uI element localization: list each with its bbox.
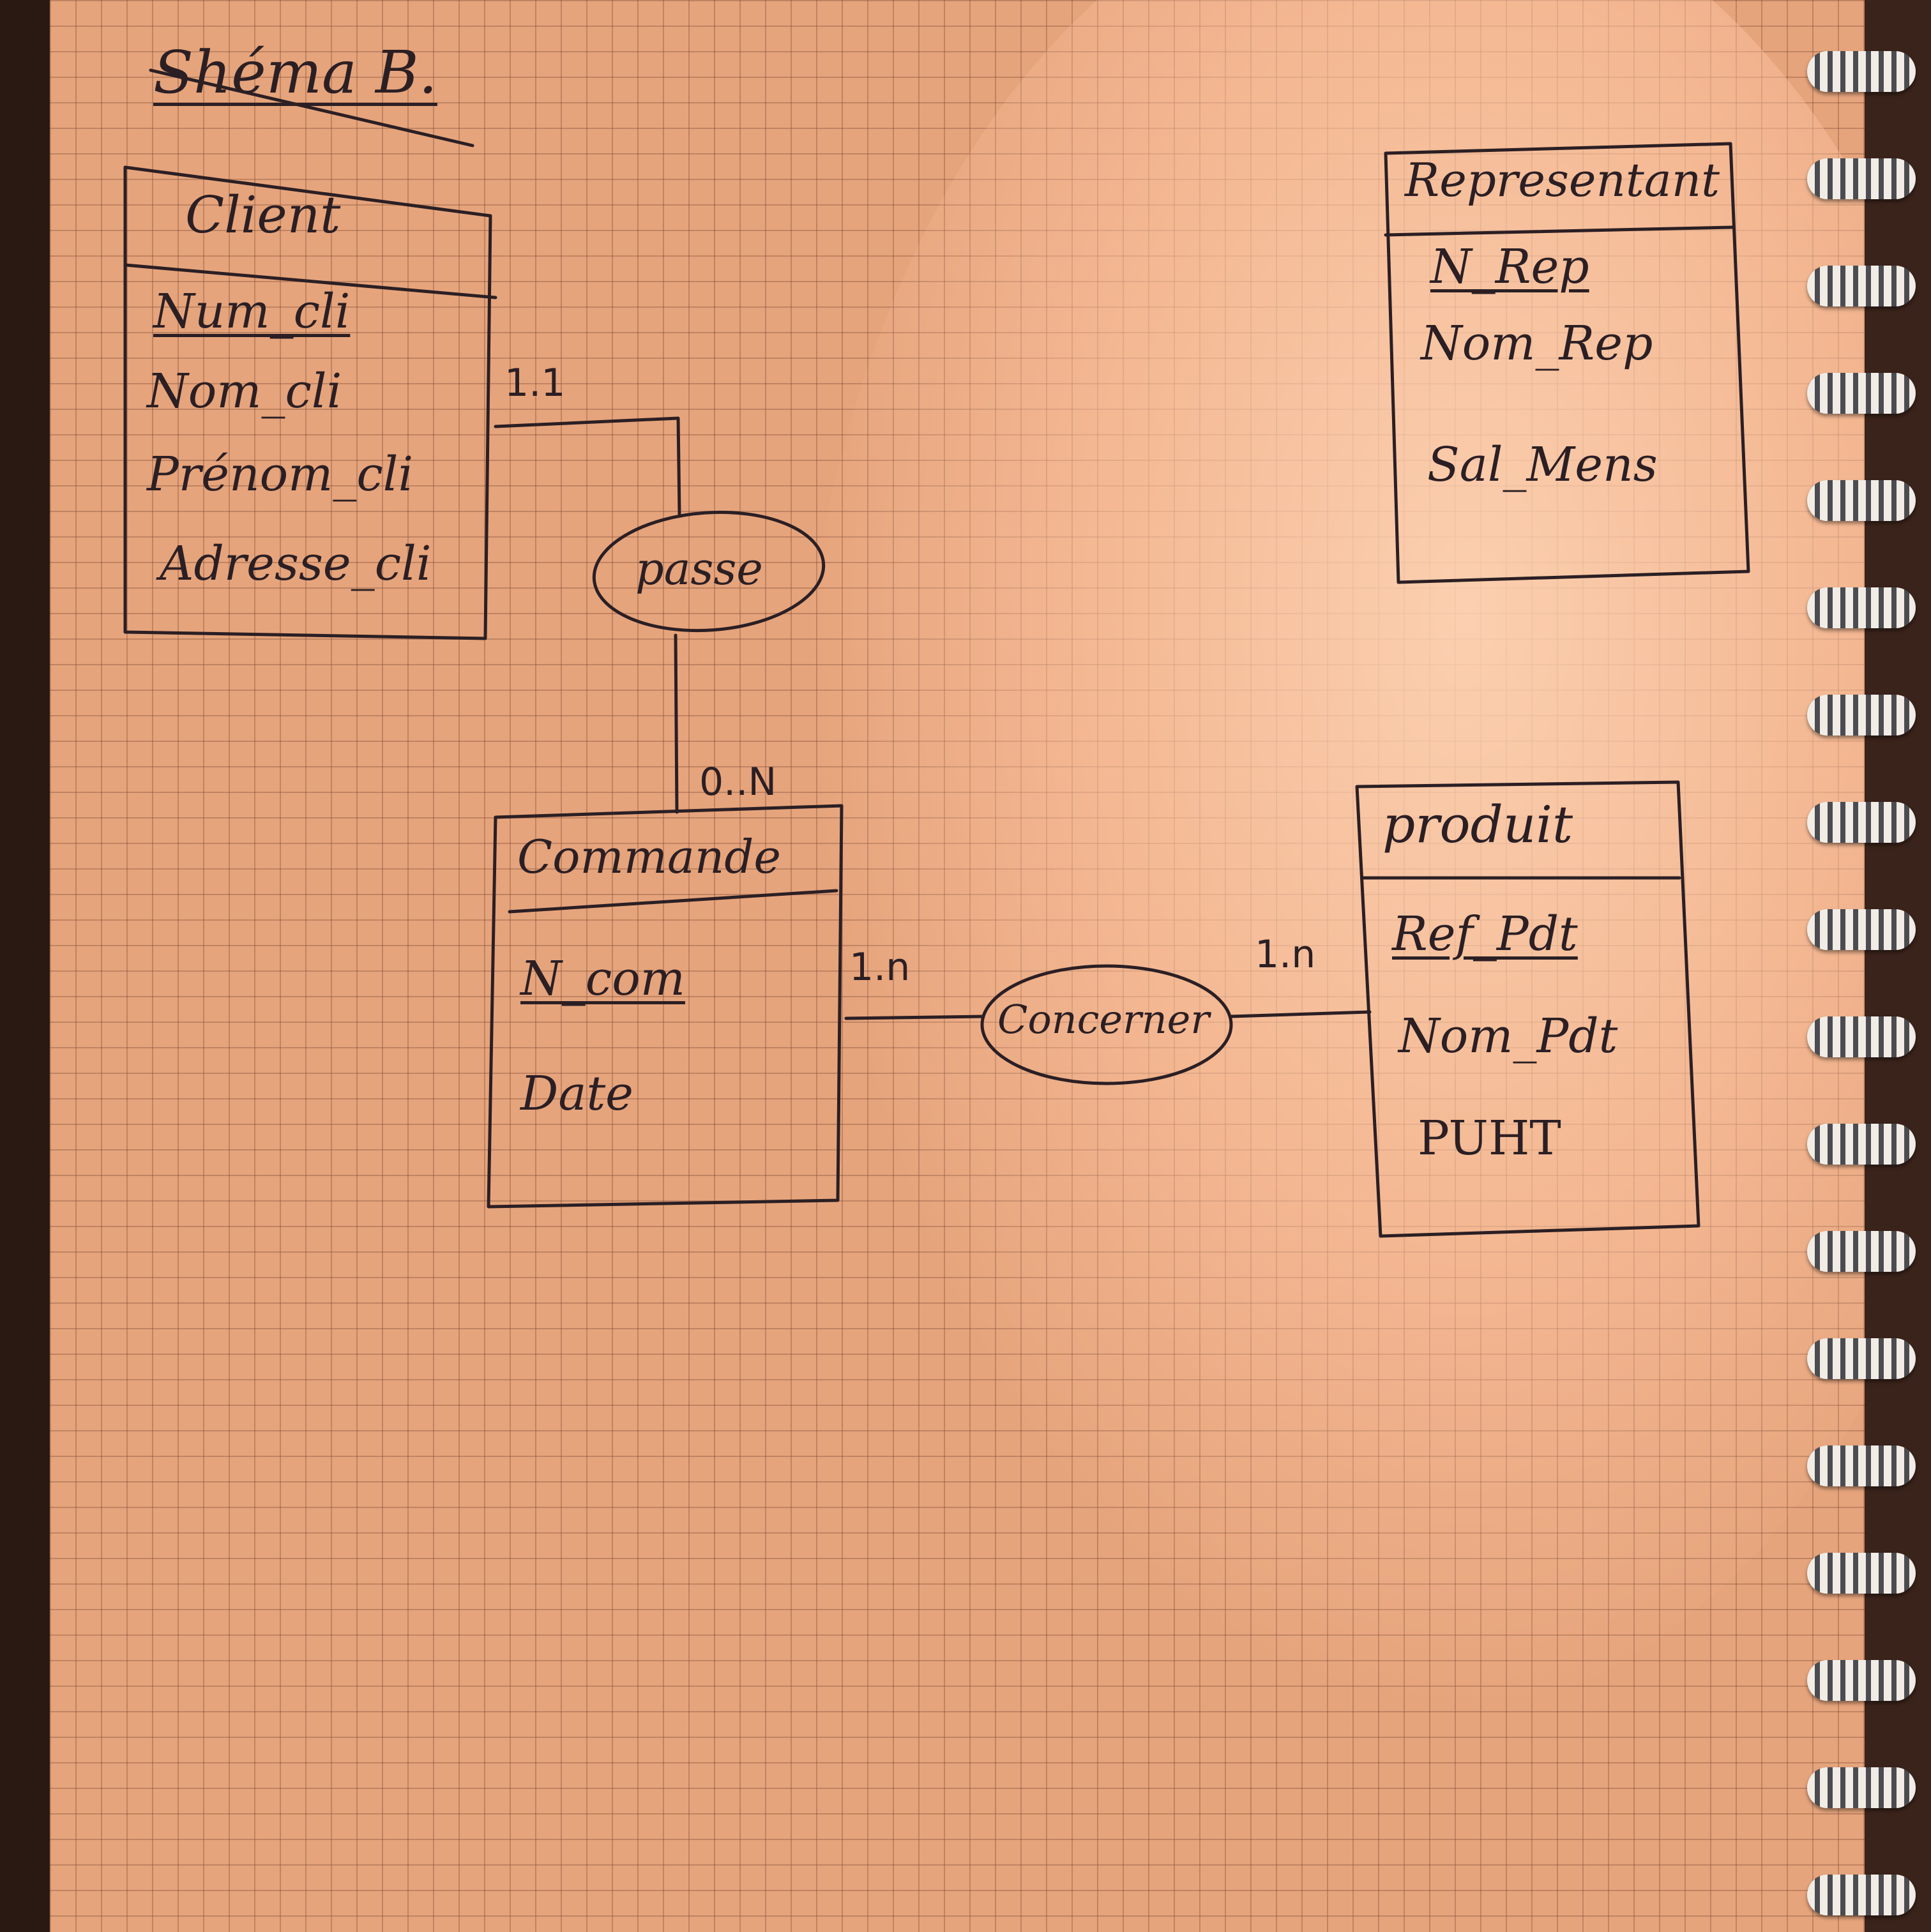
client-entity-box: [123, 165, 492, 640]
concerner-produit-link: [1229, 1010, 1372, 1018]
representant-attr-nom-rep: Nom_Rep: [1421, 316, 1653, 371]
binding-ring: [1807, 802, 1916, 843]
passe-commande-link: [674, 633, 679, 814]
binding-ring: [1807, 158, 1916, 199]
binding-ring: [1807, 587, 1916, 628]
client-header-divider: [123, 263, 497, 299]
binding-ring: [1807, 1338, 1916, 1379]
client-passe-link: [494, 416, 681, 516]
commande-header-divider: [508, 889, 838, 914]
client-attr-num-cli: Num_cli: [153, 284, 351, 339]
representant-entity-box: [1384, 142, 1750, 584]
client-attr-adresse-cli: Adresse_cli: [160, 536, 432, 591]
commande-concerner-cardinality: 1.n: [849, 945, 911, 990]
produit-entity-name: produit: [1382, 795, 1573, 854]
binding-ring: [1807, 1124, 1916, 1165]
binding-ring: [1807, 1016, 1916, 1057]
binding-ring: [1807, 1660, 1916, 1701]
representant-attr-sal-mens: Sal_Mens: [1427, 437, 1658, 492]
notebook-binding: [1865, 0, 1931, 1932]
passe-association-label: passe: [635, 543, 763, 595]
binding-ring: [1807, 266, 1916, 306]
concerner-association-label: Concerner: [997, 996, 1210, 1043]
client-entity-name: Client: [185, 185, 341, 245]
binding-ring: [1807, 909, 1916, 950]
commande-concerner-link: [844, 1015, 985, 1020]
binding-ring: [1807, 1767, 1916, 1808]
produit-attr-ref-pdt: Ref_Pdt: [1392, 907, 1578, 962]
concerner-association-ellipse: [980, 964, 1233, 1085]
client-attr-nom-cli: Nom_cli: [147, 364, 342, 419]
produit-entity-box: [1355, 780, 1700, 1238]
diagram-title: Shéma B.: [153, 38, 437, 107]
representant-attr-n-rep: N_Rep: [1430, 239, 1589, 294]
binding-ring: [1807, 1445, 1916, 1486]
title-underline: [149, 68, 474, 147]
commande-attr-n-com: N_com: [520, 951, 685, 1006]
binding-ring: [1807, 1231, 1916, 1272]
passe-association-ellipse: [592, 510, 826, 633]
commande-entity-name: Commande: [517, 830, 781, 884]
representant-entity-name: Representant: [1405, 153, 1720, 207]
binding-ring: [1807, 51, 1916, 92]
binding-ring: [1807, 373, 1916, 414]
binding-ring: [1807, 1875, 1916, 1915]
produit-attr-nom-pdt: Nom_Pdt: [1398, 1009, 1618, 1064]
produit-concerner-cardinality: 1.n: [1255, 932, 1316, 977]
client-attr-prenom-cli: Prénom_cli: [147, 447, 414, 502]
binding-ring: [1807, 480, 1916, 521]
commande-entity-box: [487, 804, 844, 1209]
commande-attr-date: Date: [520, 1066, 633, 1121]
client-passe-cardinality: 1.1: [504, 361, 566, 405]
binding-ring: [1807, 1553, 1916, 1594]
commande-passe-cardinality: 0..N: [699, 760, 777, 804]
representant-header-divider: [1384, 225, 1734, 237]
produit-attr-puht: PUHT: [1418, 1111, 1561, 1166]
binding-ring: [1807, 695, 1916, 736]
